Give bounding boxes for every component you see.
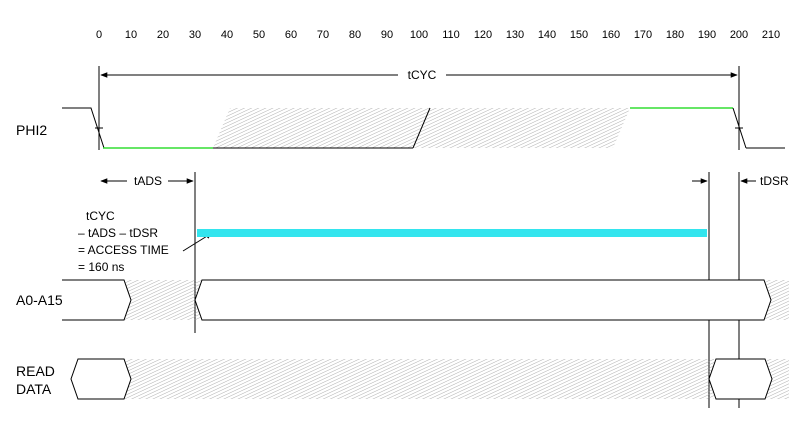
- address-invalid-region: [124, 280, 202, 320]
- axis-tick-label: 70: [317, 29, 329, 41]
- axis-tick-label: 100: [410, 29, 428, 41]
- axis-tick-label: 60: [285, 29, 297, 41]
- phi2-waveform: [62, 107, 785, 149]
- read-data-valid-region: [708, 358, 773, 400]
- signal-label-data: DATA: [16, 381, 52, 397]
- axis-tick-label: 200: [730, 29, 748, 41]
- tcyc-label: tCYC: [408, 68, 437, 82]
- note-line-2: – tADS – tDSR: [78, 226, 158, 240]
- axis-tick-label: 90: [381, 29, 393, 41]
- axis-tick-label: 170: [634, 29, 652, 41]
- read-data-waveform: [70, 358, 789, 400]
- note-line-1: tCYC: [86, 209, 115, 223]
- axis-tick-label: 130: [506, 29, 524, 41]
- signal-label-phi2: PHI2: [16, 122, 47, 138]
- note-line-4: = 160 ns: [78, 260, 124, 274]
- axis-tick-label: 150: [570, 29, 588, 41]
- signal-label-read: READ: [16, 363, 55, 379]
- axis-tick-label: 10: [125, 29, 137, 41]
- address-valid-region: [194, 279, 772, 321]
- address-bus-waveform: [62, 279, 789, 321]
- axis-tick-label: 190: [698, 29, 716, 41]
- phi2-transition-window-1: [213, 108, 430, 148]
- note-line-3: = ACCESS TIME: [78, 243, 169, 257]
- time-axis: 0 10 20 30 40 50 60 70 80 90 100 110 120 130 140 150 160…: [96, 29, 780, 41]
- phi2-transition-window-2: [413, 108, 630, 148]
- axis-tick-label: 50: [253, 29, 265, 41]
- axis-tick-label: 140: [538, 29, 556, 41]
- axis-tick-label: 20: [157, 29, 169, 41]
- axis-tick-label: 40: [221, 29, 233, 41]
- tdsr-label: tDSR: [760, 174, 789, 188]
- access-time-note: tCYC – tADS – tDSR = ACCESS TIME = 160 n…: [78, 209, 213, 274]
- access-time-bar: [197, 229, 707, 237]
- axis-tick-label: 110: [442, 29, 460, 41]
- axis-tick-label: 180: [666, 29, 684, 41]
- axis-tick-label: 0: [96, 29, 102, 41]
- axis-tick-label: 120: [474, 29, 492, 41]
- read-data-invalid-region: [124, 359, 714, 399]
- axis-tick-label: 30: [189, 29, 201, 41]
- tcyc-dimension: tCYC: [98, 66, 740, 150]
- tads-label: tADS: [134, 174, 162, 188]
- signal-label-address: A0-A15: [16, 292, 63, 308]
- axis-tick-label: 80: [349, 29, 361, 41]
- axis-tick-label: 160: [602, 29, 620, 41]
- axis-tick-label: 210: [762, 29, 780, 41]
